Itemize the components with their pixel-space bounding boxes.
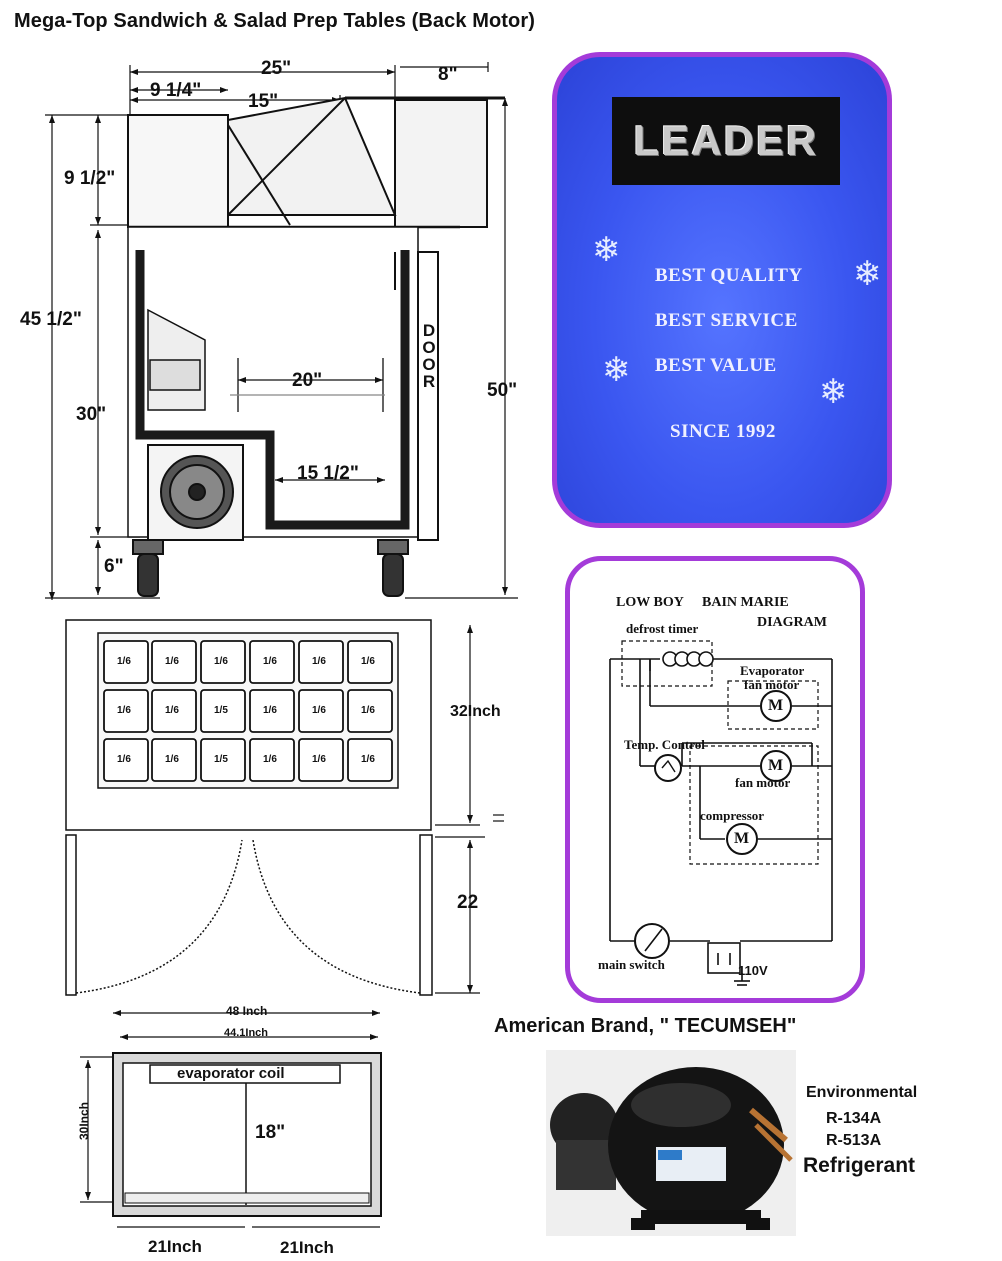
leader-logo-text: LEADER — [633, 117, 819, 164]
circuit-title-left: LOW BOY — [616, 595, 684, 610]
pan-label: 1/6 — [361, 705, 375, 716]
motor-symbol: M — [768, 757, 784, 774]
dim-back-rail: 8" — [438, 64, 458, 85]
snowflake-icon: ❄ — [592, 231, 621, 269]
compressor-photo — [546, 1050, 796, 1236]
pan-label: 1/6 — [263, 754, 277, 765]
refrigerant-label: Refrigerant — [803, 1154, 916, 1177]
snowflake-icon: ❄ — [853, 255, 882, 293]
dim-right-section: 21Inch — [280, 1238, 334, 1257]
pan-label: 1/6 — [117, 705, 131, 716]
since-text: SINCE 1992 — [670, 421, 776, 442]
pan-label: 1/6 — [165, 656, 179, 667]
interior-view-drawing — [80, 1010, 382, 1228]
pan-label: 1/6 — [214, 656, 228, 667]
dim-shelf-height: 18" — [255, 1122, 286, 1143]
slogan-service: BEST SERVICE — [655, 310, 798, 331]
motor-symbol: M — [734, 830, 750, 847]
evap-fan-label: fan motor — [744, 677, 800, 692]
brand-line: American Brand, " TECUMSEH" — [494, 1015, 797, 1037]
dim-shelf-width: 20" — [292, 370, 323, 391]
side-view-drawing — [45, 62, 518, 600]
circuit-title-sub: DIAGRAM — [757, 615, 827, 630]
dim-floor-width: 15 1/2" — [297, 463, 359, 484]
compressor-illustration — [546, 1050, 796, 1236]
slogan-quality: BEST QUALITY — [655, 265, 803, 286]
leader-logo: LEADER — [612, 97, 840, 185]
dim-interior-height: 30Inch — [77, 1101, 91, 1140]
temp-control-label: Temp. Control — [624, 737, 705, 752]
circuit-diagram: LOW BOY BAIN MARIE DIAGRAM defrost timer… — [565, 556, 865, 1003]
compressor-label: compressor — [700, 808, 765, 823]
snowflake-icon: ❄ — [819, 373, 848, 411]
dim-lid-span: 15" — [248, 91, 279, 112]
dim-caster-height: 6" — [104, 556, 124, 577]
main-switch-label: main switch — [598, 957, 665, 972]
dim-left-section: 21Inch — [148, 1237, 202, 1256]
refrigerant-r134a: R-134A — [826, 1110, 882, 1127]
dim-top-height: 9 1/2" — [64, 168, 116, 189]
pan-label: 1/6 — [117, 754, 131, 765]
pan-label: 1/5 — [214, 754, 228, 765]
circuit-wiring — [609, 640, 833, 986]
dim-lid-depth: 9 1/4" — [150, 80, 202, 101]
dim-depth: 32Inch — [450, 703, 501, 720]
pan-label: 1/6 — [312, 754, 326, 765]
pan-label: 1/6 — [361, 656, 375, 667]
dim-door-swing: 22 — [457, 892, 479, 913]
motor-symbol: M — [768, 697, 784, 714]
pan-label: 1/6 — [165, 705, 179, 716]
dim-outer-width: 48 Inch — [226, 1004, 268, 1018]
defrost-timer-label: defrost timer — [626, 621, 699, 636]
pan-label: 1/6 — [312, 705, 326, 716]
snowflake-icon: ❄ — [602, 351, 631, 389]
slogan-value: BEST VALUE — [655, 355, 777, 376]
dim-total-height: 45 1/2" — [20, 309, 82, 330]
coil-label: evaporator coil — [177, 1065, 285, 1082]
pan-label: 1/6 — [117, 656, 131, 667]
top-view-drawing — [65, 619, 504, 996]
pan-label: 1/6 — [165, 754, 179, 765]
dim-overall-height: 50" — [487, 380, 518, 401]
dim-cabinet-height: 30" — [76, 404, 107, 425]
pan-label: 1/6 — [361, 754, 375, 765]
pan-label: 1/5 — [214, 705, 228, 716]
pan-label: 1/6 — [263, 656, 277, 667]
voltage-label: 110V — [738, 963, 768, 978]
dim-top-width: 25" — [261, 58, 292, 79]
circuit-title-right: BAIN MARIE — [702, 595, 789, 610]
leader-banner: LEADER ❄ ❄ ❄ ❄ BEST QUALITY BEST SERVICE… — [552, 52, 892, 528]
pan-label: 1/6 — [312, 656, 326, 667]
evaporator-label: Evaporator — [740, 663, 805, 678]
refrigerant-r513a: R-513A — [826, 1132, 882, 1149]
door-label: DOOR — [422, 321, 436, 391]
environmental-label: Environmental — [806, 1084, 918, 1101]
pan-label: 1/6 — [263, 705, 277, 716]
dim-inner-width: 44.1Inch — [224, 1027, 269, 1039]
fan-motor-label: fan motor — [735, 775, 791, 790]
page-title: Mega-Top Sandwich & Salad Prep Tables (B… — [14, 10, 536, 32]
